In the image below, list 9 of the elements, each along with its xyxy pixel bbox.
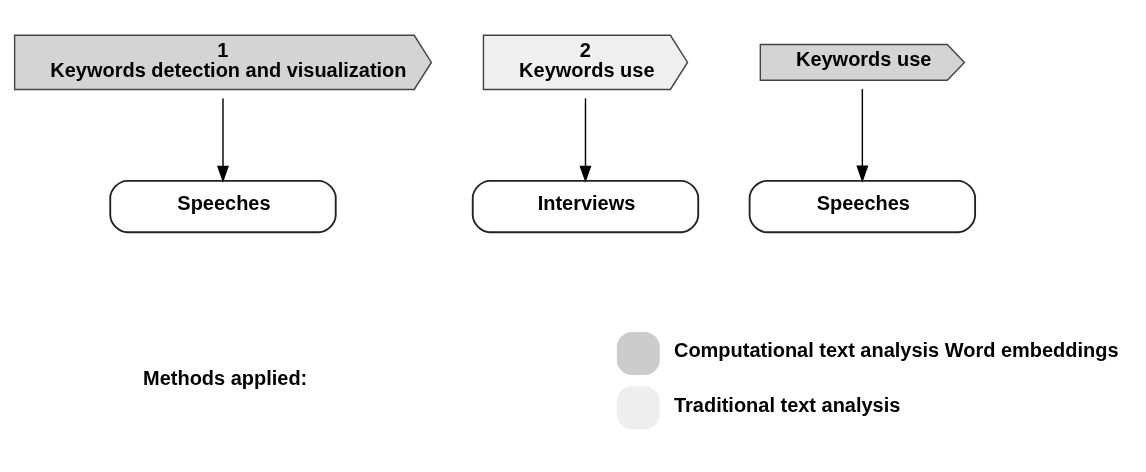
legend-label: Computational text analysis Word embeddings xyxy=(673,338,1119,361)
arrow xyxy=(856,87,869,183)
node-box: Speeches xyxy=(109,179,337,233)
arrow xyxy=(217,97,229,183)
label: Methods applied: xyxy=(143,366,308,388)
node-box: Speeches xyxy=(748,179,977,233)
node-box: Interviews xyxy=(471,179,700,233)
arrow xyxy=(579,97,592,183)
legend-label: Traditional text analysis xyxy=(673,393,901,416)
